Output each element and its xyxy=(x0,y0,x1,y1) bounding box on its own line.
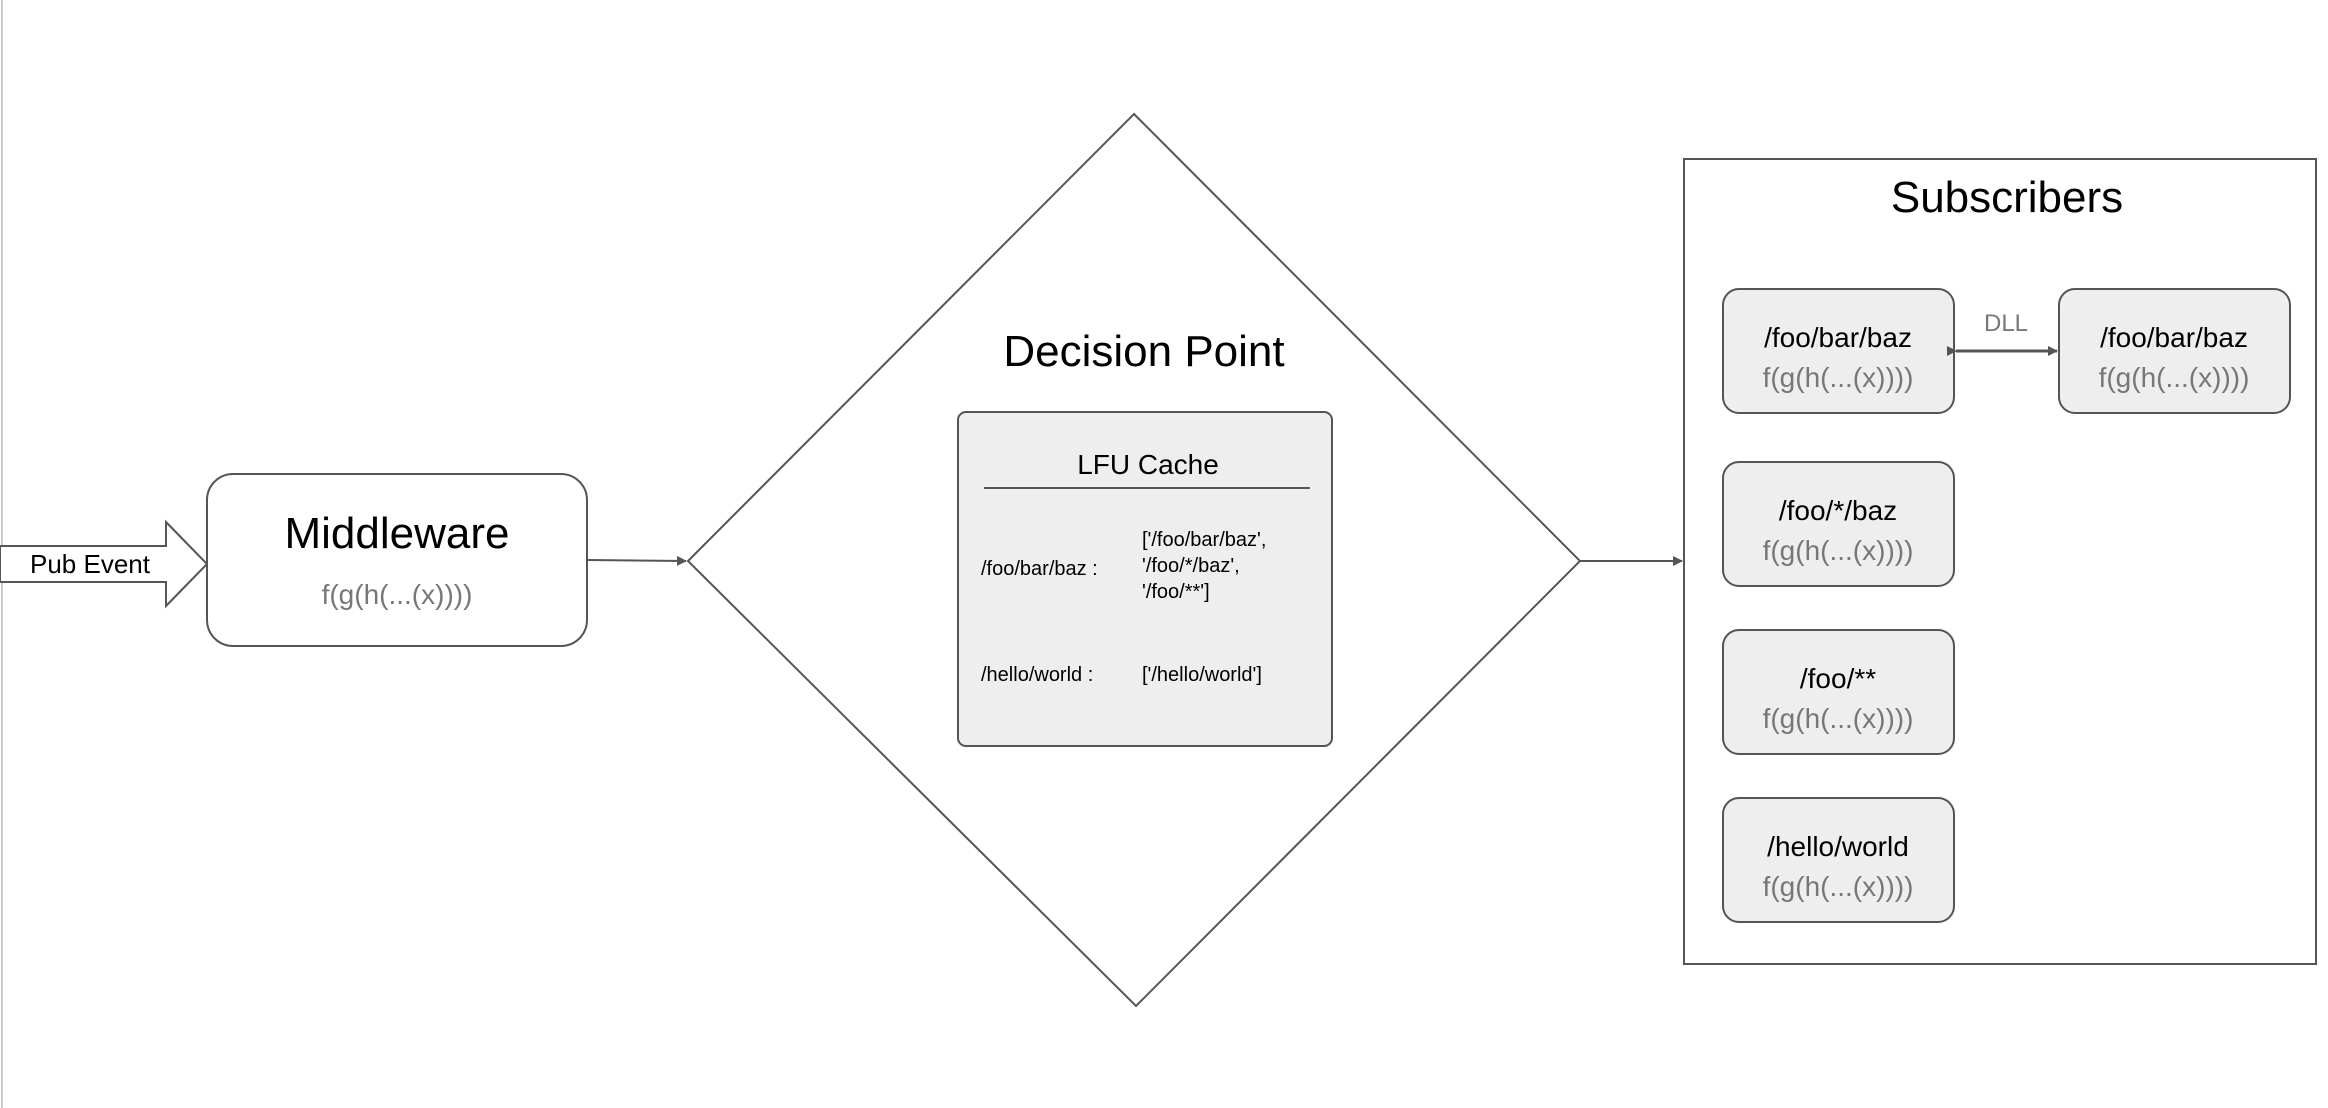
middleware-to-decision-arrow xyxy=(587,555,687,566)
subscriber-box: /foo/bar/baz f(g(h(...(x)))) xyxy=(2058,288,2291,414)
subscriber-path: /foo/*/baz xyxy=(1779,495,1897,526)
subscriber-function: f(g(h(...(x)))) xyxy=(2099,362,2250,393)
cache-row-key: /foo/bar/baz : xyxy=(981,558,1098,580)
subscriber-box: /foo/*/baz f(g(h(...(x)))) xyxy=(1722,461,1955,587)
cache-row-value: ['/foo/bar/baz', xyxy=(1142,529,1266,551)
pub-event-label: Pub Event xyxy=(30,549,151,579)
cache-row-value: ['/hello/world'] xyxy=(1142,664,1262,686)
subscriber-function: f(g(h(...(x)))) xyxy=(1763,535,1914,566)
middleware-box: Middleware f(g(h(...(x)))) xyxy=(206,473,588,647)
subscriber-path: /hello/world xyxy=(1767,831,1909,862)
subscriber-box: /foo/bar/baz f(g(h(...(x)))) xyxy=(1722,288,1955,414)
subscriber-function: f(g(h(...(x)))) xyxy=(1763,362,1914,393)
decision-point-title: Decision Point xyxy=(1003,327,1284,376)
middleware-function: f(g(h(...(x)))) xyxy=(322,579,473,610)
cache-row-key: /hello/world : xyxy=(981,664,1093,686)
dll-label: DLL xyxy=(1984,310,2028,337)
lfu-cache-title: LFU Cache xyxy=(1077,449,1219,480)
cache-row-value: '/foo/*/baz', xyxy=(1142,555,1240,577)
subscriber-path: /foo/bar/baz xyxy=(1764,322,1912,353)
subscriber-box: /hello/world f(g(h(...(x)))) xyxy=(1722,797,1955,923)
lfu-cache-box: LFU Cache /foo/bar/baz : ['/foo/bar/baz'… xyxy=(957,411,1333,747)
dll-link: DLL xyxy=(1947,310,2058,356)
subscribers-title: Subscribers xyxy=(1891,173,2123,222)
subscriber-path: /foo/** xyxy=(1800,663,1876,694)
middleware-title: Middleware xyxy=(285,509,510,558)
subscriber-box: /foo/** f(g(h(...(x)))) xyxy=(1722,629,1955,755)
subscriber-function: f(g(h(...(x)))) xyxy=(1763,703,1914,734)
cache-row-value: '/foo/**'] xyxy=(1142,581,1210,603)
subscriber-path: /foo/bar/baz xyxy=(2100,322,2248,353)
subscriber-function: f(g(h(...(x)))) xyxy=(1763,871,1914,902)
pub-event-arrow: Pub Event xyxy=(0,519,209,609)
